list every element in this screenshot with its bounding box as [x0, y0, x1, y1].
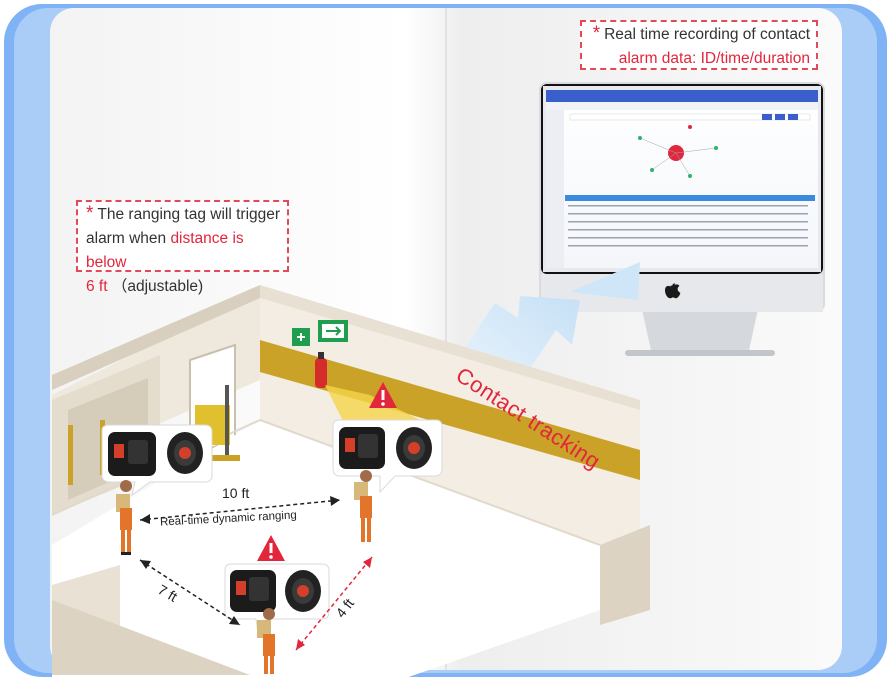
warning-icon [257, 535, 285, 561]
asterisk: * [86, 203, 94, 224]
tag-bubble-left [101, 424, 213, 497]
exit-sign-icon [292, 320, 348, 346]
distance-label-10ft: 10 ft [222, 485, 250, 501]
callout-line: （adjustable) [111, 278, 204, 295]
warning-icon [369, 382, 397, 408]
ranging-tag-icon [108, 432, 156, 476]
callout-highlight: alarm data: ID/time/duration [618, 50, 810, 67]
wrist-tag-icon [285, 570, 321, 612]
wrist-tag-icon [396, 427, 432, 469]
callout-recording: *Real time recording of contact alarm da… [580, 20, 818, 70]
callout-alarm-distance: *The ranging tag will trigger alarm when… [76, 200, 289, 295]
distance-line-4ft [295, 556, 373, 651]
callout-highlight: 6 ft [86, 278, 108, 295]
worker-bottom [257, 608, 275, 674]
distance-line-10ft [139, 496, 341, 524]
ranging-tag-icon [339, 427, 385, 469]
wrist-tag-icon [167, 432, 203, 474]
worker-right [354, 470, 372, 542]
ranging-tag-icon [230, 570, 276, 612]
callout-highlight: distance is below [86, 230, 244, 271]
tag-bubble-bottom [224, 563, 330, 635]
apple-logo-icon [665, 283, 681, 299]
worker-left [116, 480, 132, 555]
tag-bubble-right [332, 419, 443, 494]
asterisk: * [592, 23, 601, 44]
imac-monitor [539, 82, 825, 356]
callout-line: alarm when [86, 230, 171, 247]
distance-line-7ft [139, 559, 241, 626]
callout-line: Real time recording of contact [604, 26, 810, 43]
fire-extinguisher-icon [315, 352, 327, 388]
callout-line: The ranging tag will trigger [97, 206, 281, 223]
